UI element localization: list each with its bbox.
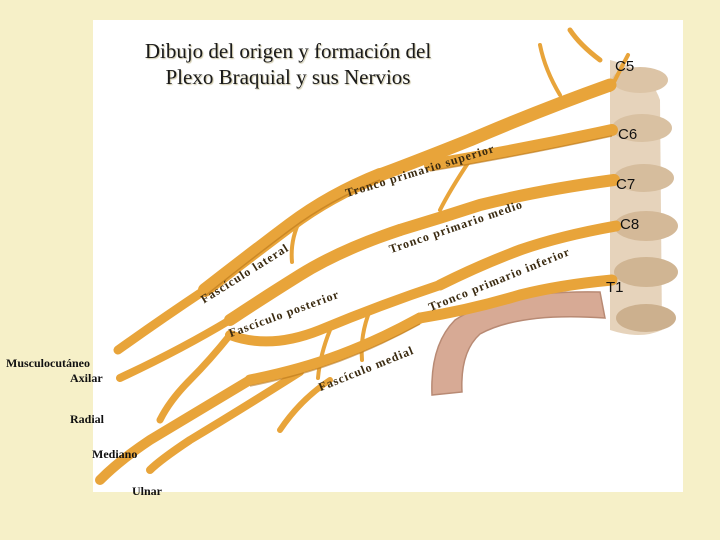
vertebra-label-t1: T1: [606, 279, 624, 296]
diagram-title: Dibujo del origen y formación del Plexo …: [100, 38, 476, 90]
vertebra-label-c7: C7: [616, 176, 636, 193]
nerve-label-ulnar: Ulnar: [132, 484, 162, 498]
title-line-2: Plexo Braquial y sus Nervios: [165, 65, 411, 89]
nerve-label-axilar: Axilar: [70, 371, 103, 385]
vertebra-label-c6: C6: [618, 126, 638, 143]
nerve-label-mediano: Mediano: [92, 447, 138, 461]
nerve-shading: [204, 135, 613, 387]
nerve-label-radial: Radial: [70, 412, 105, 426]
title-line-1: Dibujo del origen y formación del: [144, 39, 432, 63]
vertebra-label-c8: C8: [620, 216, 640, 233]
nerve-network: [95, 27, 630, 485]
vertebral-column: [610, 60, 678, 335]
vertebra-label-c5: C5: [615, 58, 635, 75]
nerve-label-musculocutaneo: Musculocutáneo: [6, 356, 90, 370]
